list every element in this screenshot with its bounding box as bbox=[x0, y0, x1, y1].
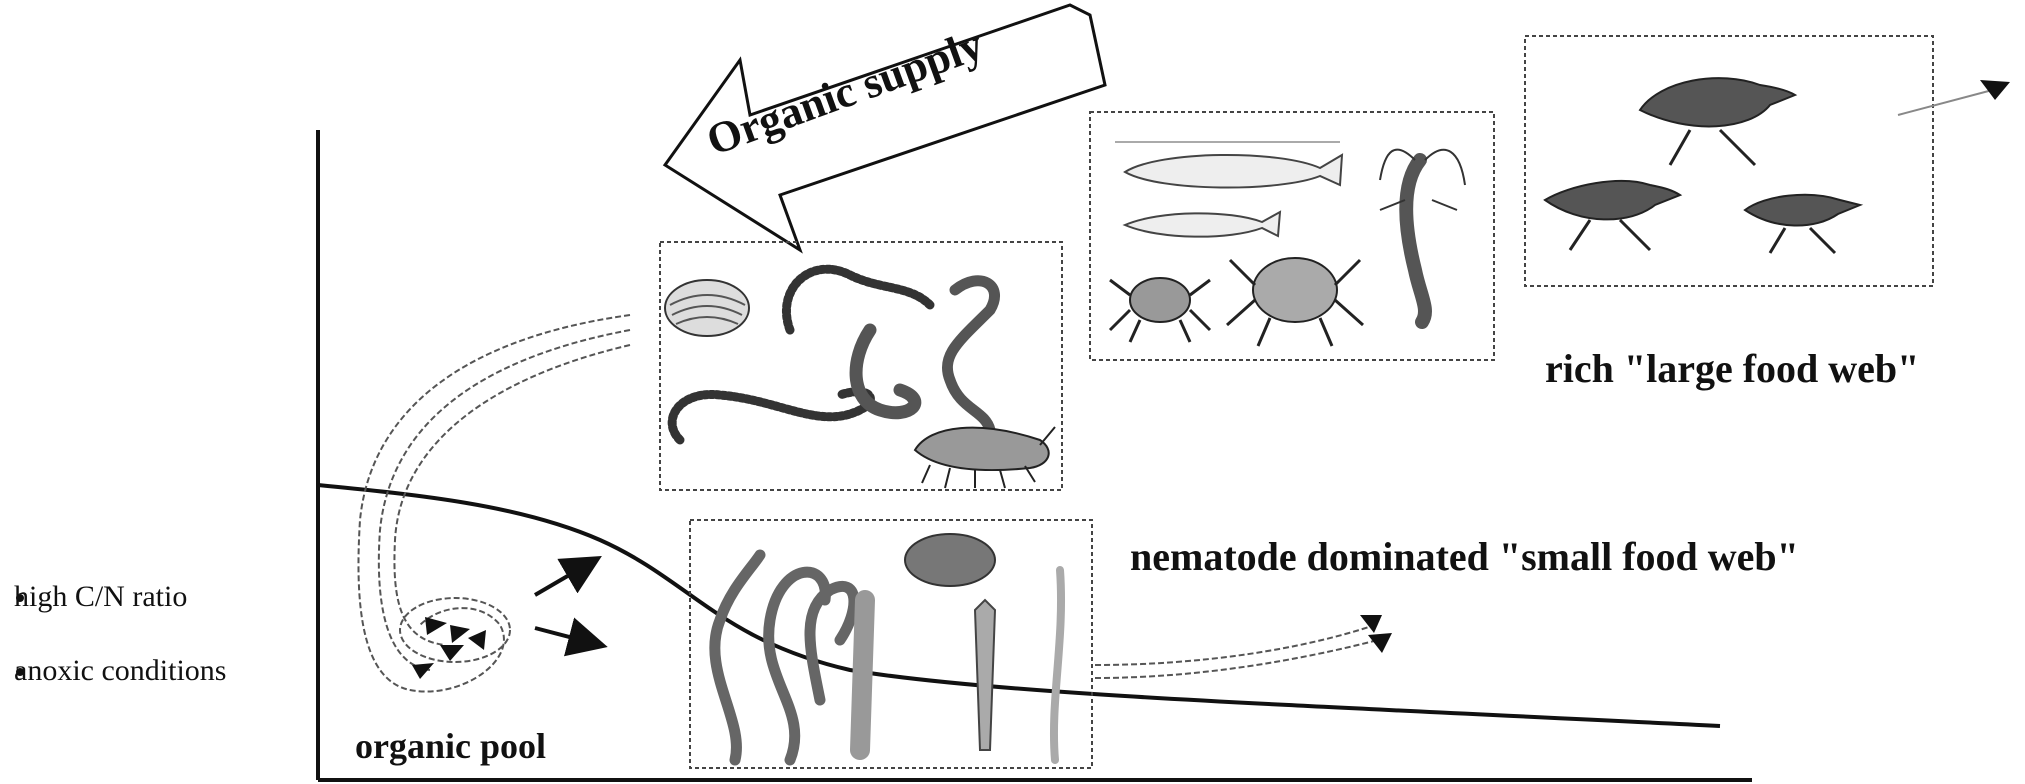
condition-item: anoxic conditions bbox=[14, 652, 234, 690]
organic-pool-label: organic pool bbox=[355, 725, 546, 767]
nematode-icon bbox=[715, 555, 1061, 760]
crab-icon bbox=[1110, 258, 1363, 346]
clam-icon bbox=[665, 280, 749, 336]
condition-item: high C/N ratio bbox=[14, 578, 187, 616]
predator-panel bbox=[1090, 112, 1494, 360]
fish-icon bbox=[1125, 155, 1342, 237]
redox-curve bbox=[318, 485, 1720, 726]
shrimp-icon bbox=[1380, 150, 1465, 322]
shorebird-icon bbox=[1545, 78, 1860, 253]
meiofauna-panel bbox=[690, 520, 1092, 768]
pool-arrow-right bbox=[535, 628, 600, 645]
small-web-outflow bbox=[1095, 625, 1378, 678]
bird-panel bbox=[1525, 36, 1933, 286]
large-food-web-label: rich "large food web" bbox=[1545, 345, 1919, 392]
copepod-icon bbox=[905, 534, 995, 750]
organic-pool-flow bbox=[358, 315, 630, 692]
pool-arrowheads bbox=[412, 617, 486, 679]
small-web-arrowheads bbox=[1360, 615, 1392, 653]
large-web-outflow bbox=[1898, 88, 2000, 115]
amphipod-icon bbox=[915, 427, 1055, 488]
macrofauna-panel bbox=[660, 242, 1062, 490]
pool-arrow-up bbox=[535, 560, 595, 595]
small-food-web-label: nematode dominated "small food web" bbox=[1130, 533, 1799, 580]
large-web-arrowhead bbox=[1980, 80, 2010, 100]
